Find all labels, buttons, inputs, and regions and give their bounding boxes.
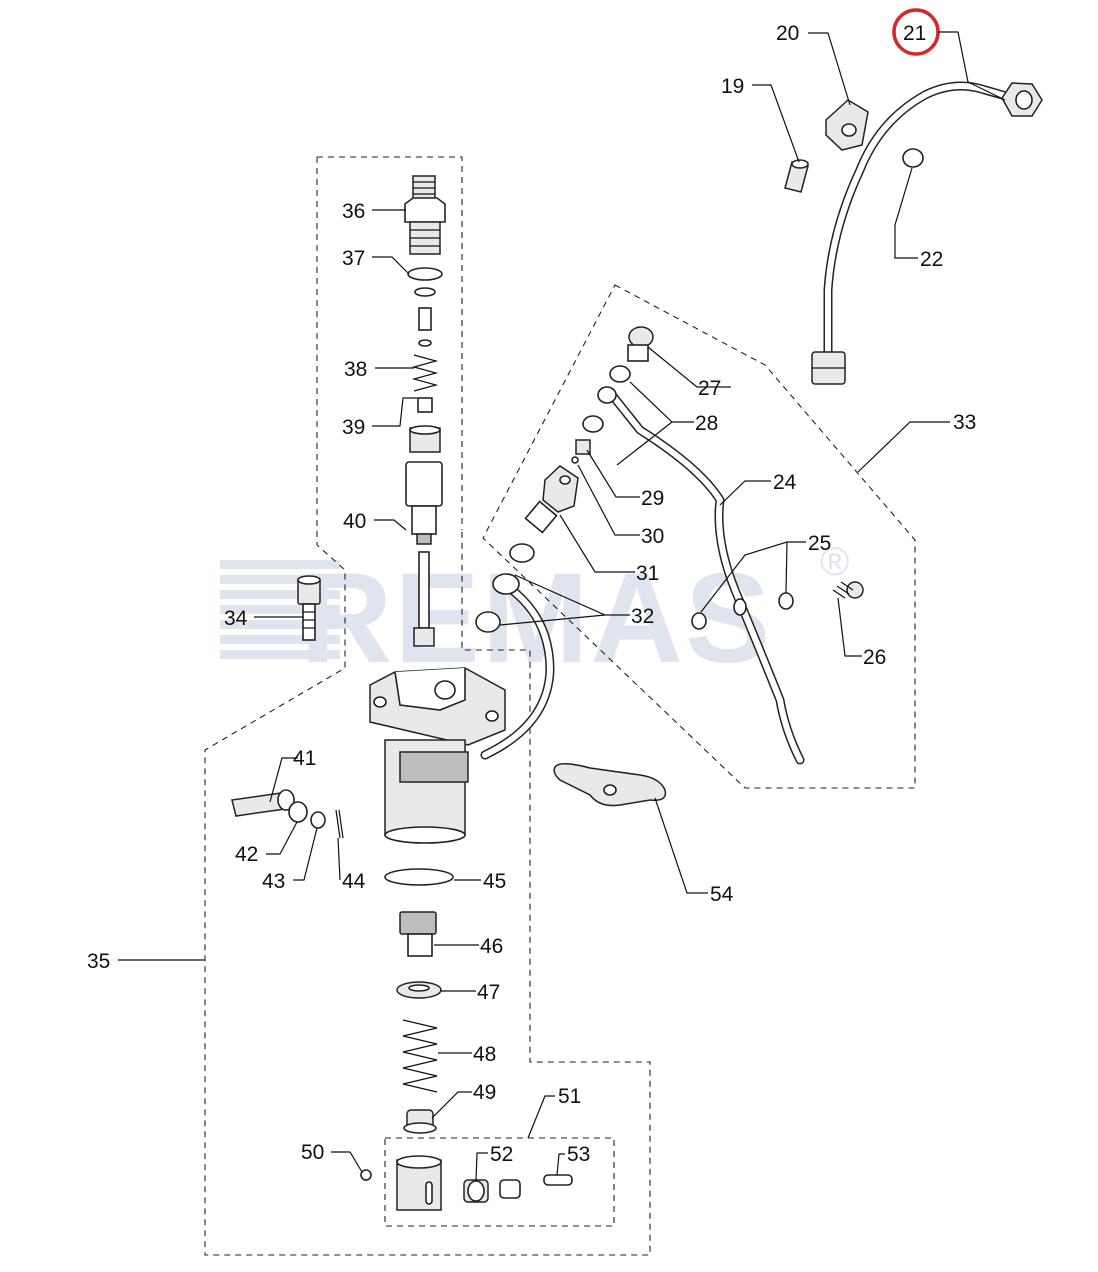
label-52: 52: [490, 1143, 513, 1166]
label-40: 40: [343, 510, 366, 533]
part-32-washer-a: [509, 543, 535, 563]
part-plunger-rod: [413, 551, 435, 647]
label-51: 51: [558, 1085, 581, 1108]
part-44-pin: [335, 809, 344, 839]
part-38-spring: [411, 354, 439, 392]
part-28-washer-b: [582, 415, 604, 433]
part-20-clamp: [825, 99, 869, 151]
leader-lines: [118, 31, 1006, 1182]
part-43-washer: [310, 811, 326, 829]
label-27: 27: [698, 377, 721, 400]
part-52-bushing: [499, 1179, 521, 1199]
label-46: 46: [480, 935, 503, 958]
part-25-washer-b: [778, 592, 794, 610]
part-27-banjo-bolt: [627, 326, 654, 362]
label-43: 43: [262, 870, 285, 893]
part-37-gasket: [407, 267, 443, 281]
label-42: 42: [235, 843, 258, 866]
label-33: 33: [953, 411, 976, 434]
label-47: 47: [477, 981, 500, 1004]
part-labels: 19 20 21 22 24 25 26 27 28 29 30 31 32 3…: [87, 22, 976, 1166]
label-48: 48: [473, 1043, 496, 1066]
label-44: 44: [342, 870, 366, 893]
part-40-plunger-barrel: [405, 461, 443, 545]
part-47-spring-seat: [396, 981, 442, 999]
part-48-plunger-spring: [402, 1019, 438, 1093]
part-21-injection-pipe: [811, 81, 1043, 385]
label-24: 24: [773, 471, 797, 494]
group-boundary-33: [482, 284, 916, 789]
part-32-fuel-pipe: [480, 573, 555, 760]
label-54: 54: [710, 883, 734, 906]
label-39: 39: [342, 416, 365, 439]
part-49-lower-seat: [403, 1109, 437, 1134]
label-50: 50: [301, 1141, 324, 1164]
label-21: 21: [903, 22, 926, 45]
part-45-o-ring: [384, 868, 454, 886]
label-20: 20: [776, 22, 799, 45]
watermark-stripes-icon: [220, 560, 340, 659]
part-52-roller: [463, 1179, 489, 1203]
part-34-bolt: [297, 575, 321, 641]
part-54-gasket-hole: [603, 784, 617, 796]
label-45: 45: [483, 870, 506, 893]
part-31-fitting: [524, 465, 579, 534]
part-46-control-sleeve: [399, 911, 437, 957]
label-34: 34: [224, 607, 248, 630]
part-25-washer-a: [691, 612, 707, 630]
label-53: 53: [567, 1143, 590, 1166]
part-22-washer: [902, 148, 924, 168]
label-36: 36: [342, 200, 365, 223]
part-19-sleeve: [784, 159, 809, 193]
part-36-valve-holder: [404, 175, 446, 255]
label-30: 30: [641, 525, 664, 548]
part-50-screw: [360, 1169, 372, 1181]
watermark-registered-mark: ®: [820, 540, 849, 584]
part-35-pump-body: [369, 667, 506, 844]
label-37: 37: [342, 247, 365, 270]
part-39-delivery-valve: [409, 397, 441, 453]
label-19: 19: [721, 75, 744, 98]
part-tappet: [396, 1155, 442, 1211]
part-37-o-ring: [414, 287, 436, 297]
part-24-return-pipe: [597, 386, 805, 765]
label-49: 49: [473, 1081, 496, 1104]
part-32-washer-b: [475, 611, 501, 633]
part-53-pin: [543, 1174, 573, 1186]
part-26-bolt: [832, 581, 864, 599]
label-35: 35: [87, 950, 110, 973]
label-38: 38: [344, 358, 367, 381]
part-42-bushing: [288, 801, 308, 823]
label-41: 41: [293, 747, 316, 770]
label-22: 22: [920, 248, 943, 271]
label-26: 26: [863, 646, 886, 669]
label-25: 25: [808, 532, 831, 555]
part-41-lever: [231, 789, 295, 817]
part-29-plug: [575, 439, 591, 455]
part-30-ball: [571, 456, 579, 464]
group-boundary-upper: [204, 156, 651, 1256]
label-31: 31: [636, 562, 659, 585]
label-29: 29: [641, 487, 664, 510]
label-32: 32: [631, 605, 654, 628]
part-28-washer-a: [609, 365, 631, 383]
part-valve-piece: [418, 307, 432, 347]
label-28: 28: [695, 412, 718, 435]
group-boundary-51: [384, 1137, 615, 1227]
